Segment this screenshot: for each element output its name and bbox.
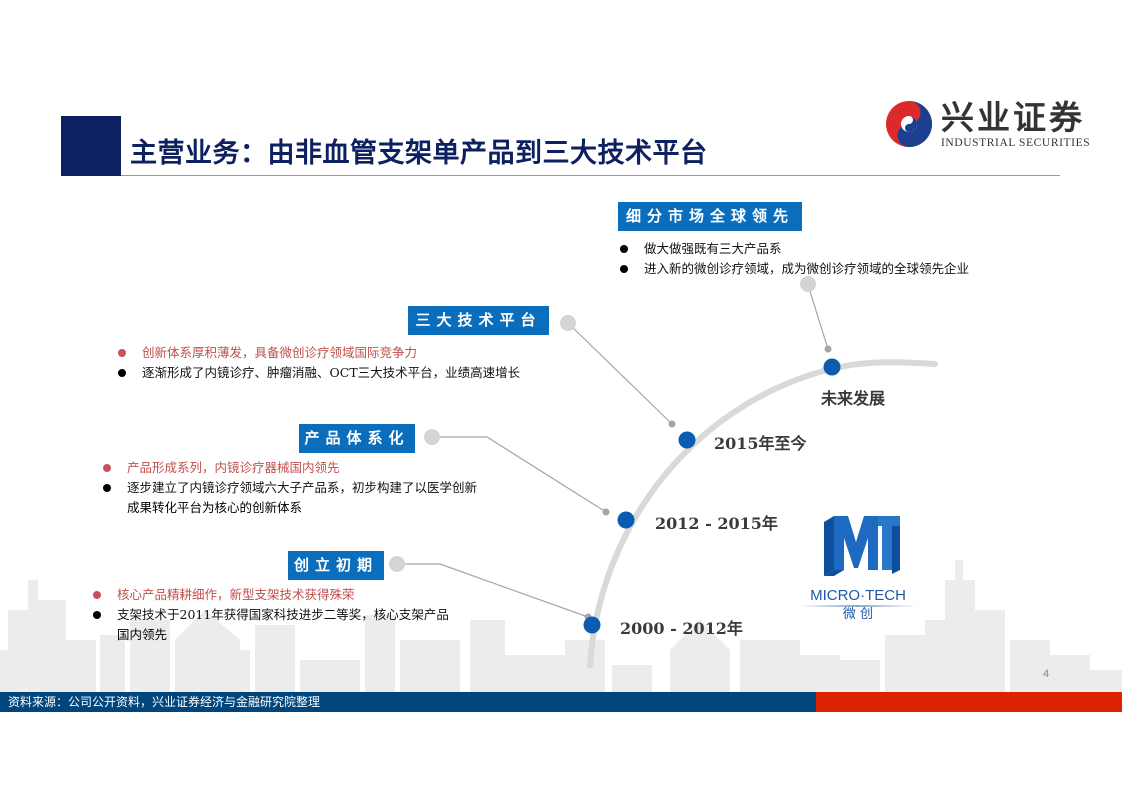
bullet-dot-icon	[103, 484, 111, 492]
skyline-background	[0, 560, 1122, 692]
bullet-item: 进入新的微创诊疗领域，成为微创诊疗领域的全球领先企业	[620, 259, 969, 279]
stage-bullets-product-system: 产品形成系列，内镜诊疗器械国内领先 逐步建立了内镜诊疗领域六大子产品系，初步构建…	[103, 458, 477, 518]
bullet-dot-icon	[103, 464, 111, 472]
page-number: 4	[1043, 668, 1050, 680]
bullet-item: 逐步建立了内镜诊疗领域六大子产品系，初步构建了以医学创新	[103, 478, 477, 498]
stage-bullets-founding: 核心产品精耕细作，新型支架技术获得殊荣 支架技术于2011年获得国家科技进步二等…	[93, 585, 449, 645]
bullet-item-highlight: 核心产品精耕细作，新型支架技术获得殊荣	[93, 585, 449, 605]
bullet-continuation: 国内领先	[117, 627, 168, 642]
micro-tech-mt-icon	[824, 516, 900, 576]
milestone-2000-2012: 2000 - 2012年	[620, 619, 743, 638]
milestone-future: 未来发展	[821, 389, 886, 408]
stage-label-global-leader: 细分市场全球领先	[618, 202, 802, 231]
brand-name-cn: 兴业证券	[941, 98, 1085, 137]
stage-bullets-global-leader: 做大做强既有三大产品系 进入新的微创诊疗领域，成为微创诊疗领域的全球领先企业	[620, 239, 969, 279]
stage-label-founding: 创立初期	[288, 551, 384, 580]
micro-tech-name-en: MICRO·TECH	[810, 587, 906, 604]
page-title: 主营业务：由非血管支架单产品到三大技术平台	[130, 138, 708, 169]
milestone-2015-now: 2015年至今	[714, 434, 807, 453]
source-note: 资料来源：公司公开资料，兴业证券经济与金融研究院整理	[8, 695, 321, 709]
brand-name-en: INDUSTRIAL SECURITIES	[941, 137, 1091, 149]
header-accent-block	[61, 116, 121, 176]
stage-bullets-three-platforms: 创新体系厚积薄发，具备微创诊疗领域国际竞争力 逐渐形成了内镜诊疗、肿瘤消融、OC…	[118, 343, 520, 383]
stage-label-product-system: 产品体系化	[299, 424, 415, 453]
bullet-dot-icon	[620, 265, 628, 273]
footer-bar	[0, 692, 816, 712]
bullet-dot-icon	[118, 369, 126, 377]
stage-label-three-platforms: 三大技术平台	[408, 306, 549, 335]
bullet-dot-icon	[620, 245, 628, 253]
bullet-item: 支架技术于2011年获得国家科技进步二等奖，核心支架产品	[93, 605, 449, 625]
milestone-2012-2015: 2012 - 2015年	[655, 514, 778, 533]
micro-tech-logo: MICRO·TECH 微 创	[790, 508, 926, 624]
bullet-item: 逐渐形成了内镜诊疗、肿瘤消融、OCT三大技术平台，业绩高速增长	[118, 363, 520, 383]
micro-tech-underline	[798, 605, 918, 607]
bullet-item: 做大做强既有三大产品系	[620, 239, 969, 259]
bullet-item-highlight: 创新体系厚积薄发，具备微创诊疗领域国际竞争力	[118, 343, 520, 363]
bullet-item-highlight: 产品形成系列，内镜诊疗器械国内领先	[103, 458, 477, 478]
bullet-continuation: 成果转化平台为核心的创新体系	[127, 500, 303, 515]
industrial-securities-logo-icon	[886, 101, 932, 147]
bullet-dot-icon	[93, 611, 101, 619]
bullet-dot-icon	[118, 349, 126, 357]
micro-tech-name-cn: 微 创	[842, 607, 874, 622]
header-divider	[121, 175, 1060, 176]
bullet-dot-icon	[93, 591, 101, 599]
footer-accent-bar	[816, 692, 1122, 712]
